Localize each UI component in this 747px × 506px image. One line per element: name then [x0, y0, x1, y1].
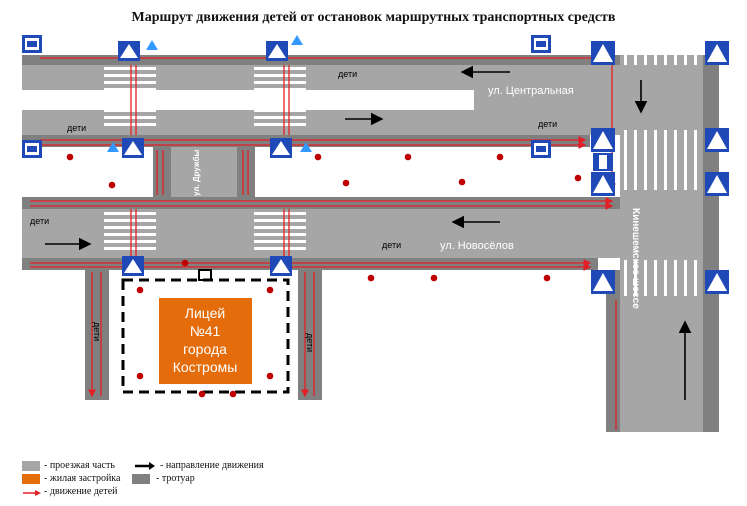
roadways	[22, 55, 703, 432]
bus-stop-icon	[22, 35, 42, 53]
children-warning-icon	[107, 142, 119, 152]
pedestrian-sign-icon	[270, 256, 292, 276]
crossing-novoselov-east	[254, 212, 306, 250]
crossing-highway-south	[624, 260, 697, 296]
sidewalk-novoselov-south	[22, 258, 598, 270]
hazard-points	[66, 153, 582, 398]
crossing-highway-north	[624, 53, 697, 65]
pedestrian-sign-icon	[705, 41, 729, 65]
legend-route-icon	[23, 490, 41, 496]
sidewalk-highway-west	[606, 270, 620, 432]
sidewalk-druzhby-west	[153, 147, 171, 197]
children-warning-icon	[291, 35, 303, 45]
pedestrian-sign-icon	[118, 41, 140, 61]
pedestrian-sign-icon	[122, 138, 144, 158]
crossing-highway-middle	[624, 130, 697, 190]
road-central-divider	[22, 90, 474, 110]
school-building	[159, 298, 252, 384]
children-label: дети	[338, 69, 357, 79]
pedestrian-sign-icon	[122, 256, 144, 276]
pedestrian-sign-icon	[591, 41, 615, 65]
bus-stop-icon	[22, 140, 42, 158]
sidewalk-central-south	[22, 135, 590, 147]
crossing-central-east	[254, 67, 306, 126]
street-name-novoselov: ул. Новосёлов	[440, 240, 514, 252]
legend-roadway: - проезжая часть	[44, 460, 115, 471]
pedestrian-sign-icon	[591, 172, 615, 196]
legend-children-move: - движение детей	[44, 486, 118, 497]
sidewalk-central-north	[22, 55, 622, 65]
children-label: дети	[30, 216, 49, 226]
bus-stop-icon	[531, 35, 551, 53]
pedestrian-sign-icon	[270, 138, 292, 158]
school-gate	[198, 269, 212, 281]
children-label: дети	[92, 322, 102, 341]
pedestrian-sign-icon	[266, 41, 288, 61]
page-title: Маршрут движения детей от остановок марш…	[131, 10, 616, 25]
legend-housing: - жилая застройка	[44, 473, 121, 484]
crossing-central-west	[104, 67, 156, 126]
legend-swatch-housing	[22, 474, 40, 484]
children-label: дети	[67, 123, 86, 133]
children-warning-icon	[146, 40, 158, 50]
legend-direction: - направление движения	[160, 460, 264, 471]
sidewalk-druzhby-east	[237, 147, 255, 197]
school-name-line4: Костромы	[173, 359, 238, 375]
children-label: дети	[305, 333, 315, 352]
street-name-central: ул. Центральная	[488, 85, 574, 97]
school-name-line3: города	[183, 341, 227, 357]
sidewalk-highway-east	[703, 55, 719, 432]
street-name-kineshemskoe: Кинешемское шоссе	[630, 208, 641, 309]
sidewalk-school-west	[85, 270, 109, 400]
legend-arrow-icon	[135, 462, 155, 470]
sidewalk-school-east	[298, 270, 322, 400]
pedestrian-sign-icon	[591, 270, 615, 294]
bus-stop-icon	[531, 140, 551, 158]
pedestrian-sign-icon	[705, 270, 729, 294]
school-name-line2: №41	[190, 323, 221, 339]
pedestrian-sign-icon	[705, 128, 729, 152]
children-labels: дети дети дети дети дети дети дети	[30, 69, 557, 352]
traffic-light-sign-icon	[593, 153, 613, 171]
children-routes	[30, 54, 617, 430]
legend-sidewalk: - тротуар	[156, 473, 195, 484]
pedestrian-sign-icon	[705, 172, 729, 196]
pedestrian-sign-icon	[591, 128, 615, 152]
school-name-line1: Лицей	[185, 305, 225, 321]
sidewalk-novoselov-north	[22, 197, 622, 209]
pedestrian-crossings	[104, 53, 697, 296]
crossing-signs	[107, 35, 729, 294]
traffic-direction-arrows	[45, 65, 692, 400]
street-name-druzhby: ул. Дружбы	[192, 149, 201, 196]
children-warning-icon	[300, 142, 312, 152]
legend-swatch-sidewalk	[132, 474, 150, 484]
children-label: дети	[538, 119, 557, 129]
road-druzhby	[171, 147, 237, 197]
children-label: дети	[382, 240, 401, 250]
road-highway	[620, 55, 703, 432]
legend-swatch-roadway	[22, 461, 40, 471]
bus-stops	[22, 35, 551, 158]
crossing-novoselov-west	[104, 212, 156, 250]
